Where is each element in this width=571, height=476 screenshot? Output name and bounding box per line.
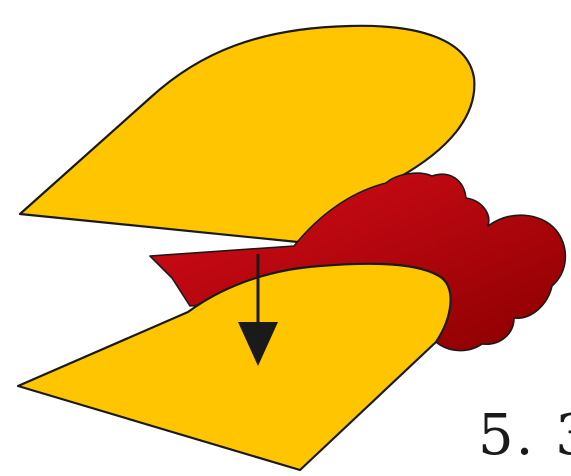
caption-text: 5. 3 xyxy=(478,408,571,464)
bottom-yellow-sheet xyxy=(18,264,451,470)
